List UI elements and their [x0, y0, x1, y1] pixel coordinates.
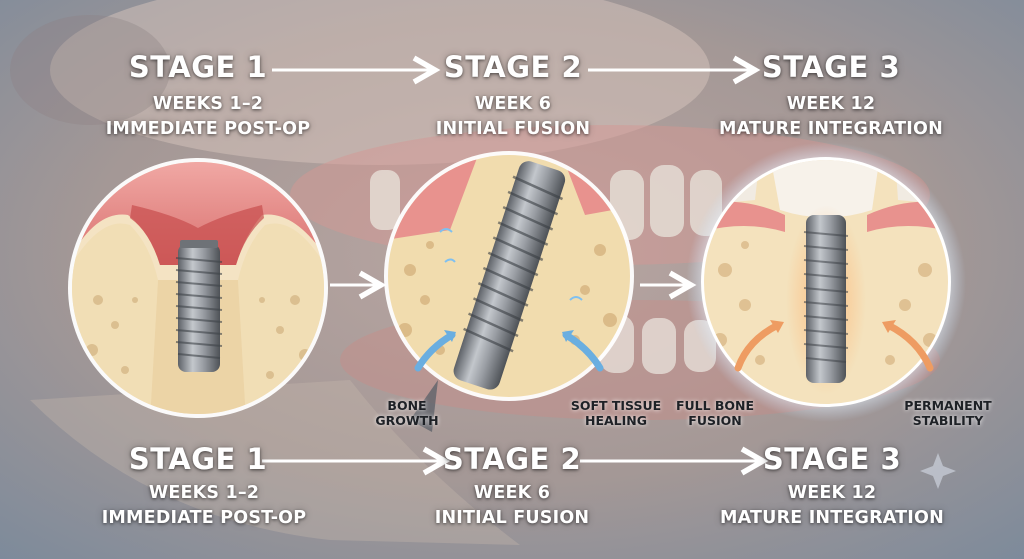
- top-stage3-line2: MATURE INTEGRATION: [719, 119, 943, 139]
- top-stage2-line1: WEEK 6: [474, 94, 552, 114]
- bottom-stage2-line2: INITIAL FUSION: [434, 508, 590, 528]
- bottom-stage3-title: STAGE 3: [762, 442, 902, 476]
- callout-full-bone: FULL BONE FUSION: [670, 398, 760, 428]
- top-stage1-subtitle: WEEKS 1–2 IMMEDIATE POST-OP: [90, 92, 326, 142]
- callout-soft-tissue-line2: HEALING: [584, 413, 647, 428]
- callout-soft-tissue-line1: SOFT TISSUE: [570, 398, 662, 413]
- top-stage3-line1: WEEK 12: [786, 94, 876, 114]
- top-stage1-line1: WEEKS 1–2: [152, 94, 264, 114]
- callout-permanent: PERMANENT STABILITY: [898, 398, 998, 428]
- callout-full-bone-line1: FULL BONE: [675, 398, 755, 413]
- bottom-stage1-title: STAGE 1: [128, 442, 268, 476]
- callout-permanent-line2: STABILITY: [912, 413, 984, 428]
- bottom-stage2-subtitle: WEEK 6 INITIAL FUSION: [412, 481, 612, 531]
- top-stage2-subtitle: WEEK 6 INITIAL FUSION: [413, 92, 613, 142]
- top-stage2-label: STAGE 2: [433, 50, 593, 84]
- sparkle-icon: [920, 453, 956, 489]
- bone-growth-arrow: [414, 331, 456, 372]
- callout-bone-growth-line1: BONE: [387, 398, 427, 413]
- bottom-stage3-line1: WEEK 12: [787, 483, 877, 503]
- top-stage3-subtitle: WEEK 12 MATURE INTEGRATION: [706, 92, 956, 142]
- callout-bone-growth: BONE GROWTH: [372, 398, 442, 428]
- bottom-stage3-line2: MATURE INTEGRATION: [720, 508, 944, 528]
- callout-bone-growth-line2: GROWTH: [375, 413, 439, 428]
- top-stage3-title: STAGE 3: [761, 50, 901, 84]
- bottom-stage1-line1: WEEKS 1–2: [148, 483, 260, 503]
- bottom-stage3-subtitle: WEEK 12 MATURE INTEGRATION: [706, 481, 958, 531]
- callout-permanent-line1: PERMANENT: [904, 398, 992, 413]
- callout-full-bone-line2: FUSION: [688, 413, 742, 428]
- bottom-stage1-subtitle: WEEKS 1–2 IMMEDIATE POST-OP: [86, 481, 322, 531]
- bottom-stage1-line2: IMMEDIATE POST-OP: [101, 508, 307, 528]
- bottom-stage2-label: STAGE 2: [432, 442, 592, 476]
- top-stage2-line2: INITIAL FUSION: [435, 119, 591, 139]
- top-stage1-line2: IMMEDIATE POST-OP: [105, 119, 311, 139]
- full-bone-arrow: [734, 321, 782, 372]
- top-stage2-title: STAGE 2: [443, 50, 583, 84]
- soft-tissue-arrow: [562, 331, 604, 372]
- top-stage3-label: STAGE 3: [751, 50, 911, 84]
- stage3-illustration: [686, 142, 966, 422]
- top-stage1-title: STAGE 1: [128, 50, 268, 84]
- callout-soft-tissue: SOFT TISSUE HEALING: [566, 398, 666, 428]
- bottom-stage2-line1: WEEK 6: [473, 483, 551, 503]
- permanent-arrow: [884, 321, 934, 372]
- stage1-illustration: [68, 158, 328, 418]
- bottom-stage3-label: STAGE 3: [752, 442, 912, 476]
- top-stage1-label: STAGE 1: [118, 50, 278, 84]
- bottom-stage1-label: STAGE 1: [118, 442, 278, 476]
- bottom-stage2-title: STAGE 2: [442, 442, 582, 476]
